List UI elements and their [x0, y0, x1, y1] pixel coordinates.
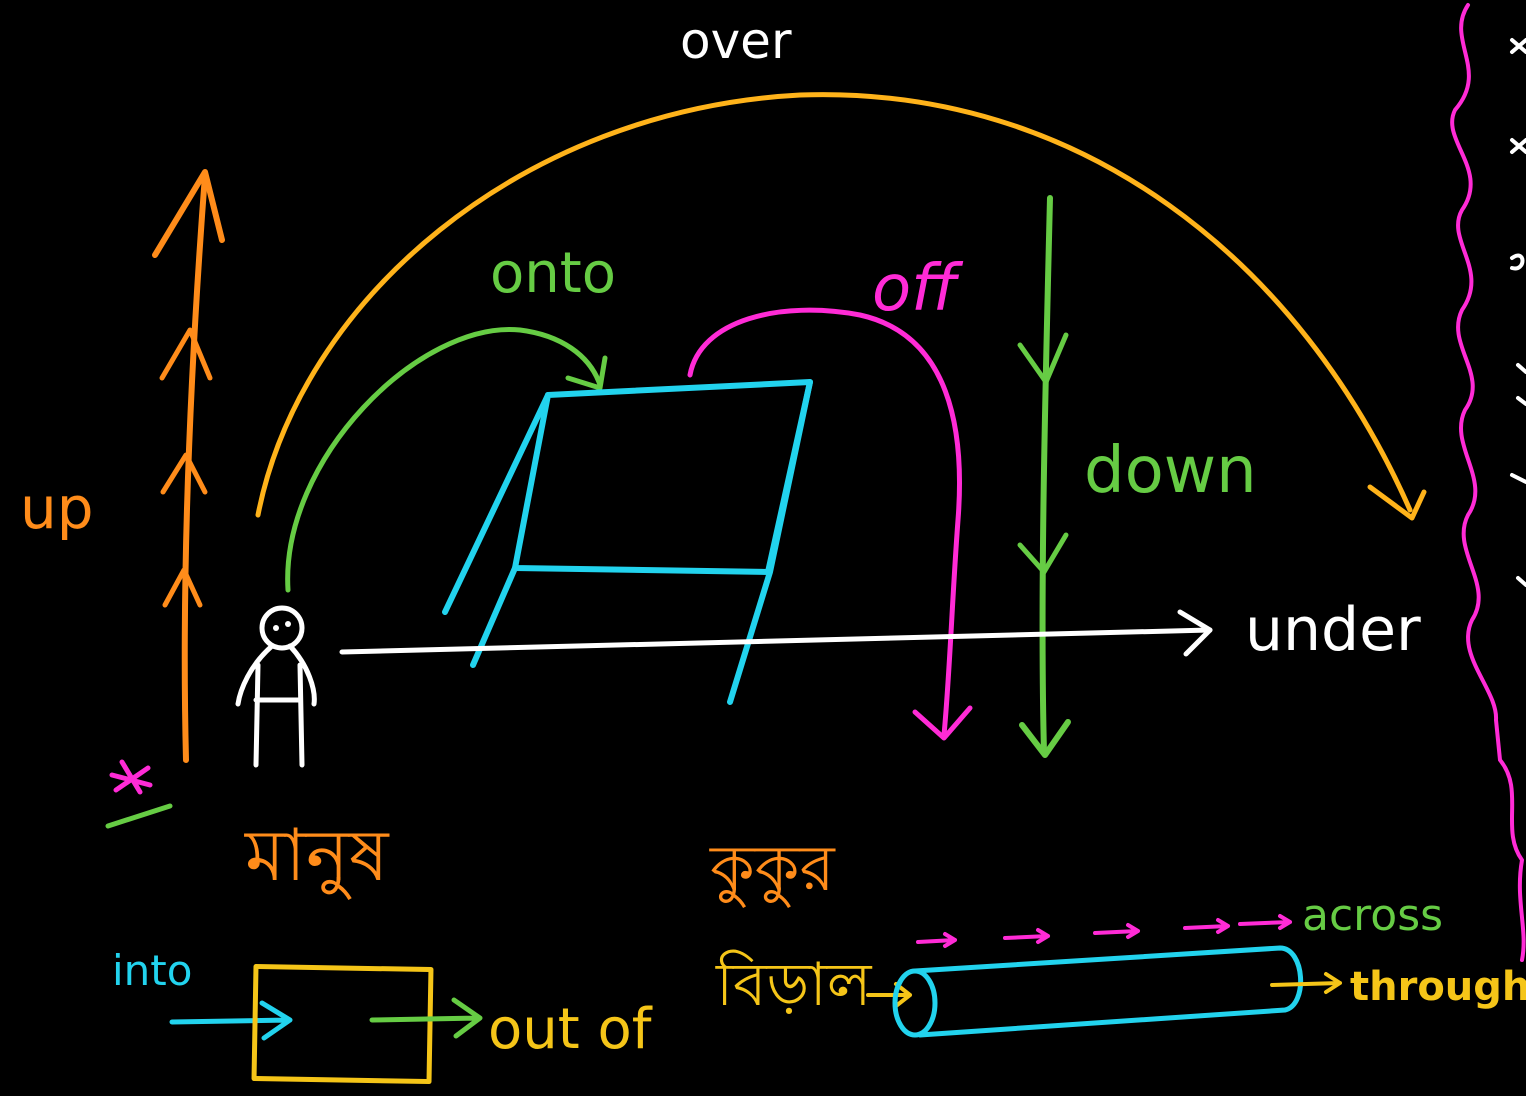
table-object: [442, 379, 813, 705]
up-chevron-1: [159, 327, 213, 381]
over-arrowhead: [1367, 484, 1427, 521]
under-arrow-line: [339, 627, 1213, 655]
label-out-of: out of: [488, 997, 653, 1062]
up-chevron-3: [162, 567, 203, 608]
label-cat-bengali: বিড়াল: [715, 949, 873, 1020]
label-onto: onto: [490, 241, 616, 306]
onto-arc: [285, 327, 603, 593]
label-person-bengali: মানুষ: [244, 813, 390, 899]
container-box: [251, 963, 434, 1085]
label-into: into: [112, 946, 192, 995]
ground-mark-green: [105, 803, 173, 829]
over-arc: [255, 92, 1413, 518]
tube-object: [892, 945, 1304, 1038]
under-arrowhead: [1177, 609, 1213, 657]
label-dog-bengali: কুকুর: [709, 832, 837, 908]
label-up: up: [20, 474, 94, 542]
down-arrowhead: [1019, 719, 1071, 758]
down-chevron-1: [1017, 332, 1069, 385]
label-over: over: [680, 12, 792, 70]
down-chevron-2: [1017, 532, 1069, 575]
label-through: through: [1350, 964, 1526, 1010]
into-arrow: [169, 1000, 293, 1041]
down-arrow-line: [1039, 195, 1053, 755]
onto-arrowhead: [565, 355, 608, 391]
through-arrow: [1270, 972, 1342, 994]
label-under: under: [1245, 595, 1421, 665]
up-arrow-line: [181, 172, 208, 763]
person-figure: [235, 605, 317, 768]
margin-marks: [1510, 38, 1526, 587]
label-across: across: [1302, 890, 1443, 941]
up-arrowhead: [152, 169, 225, 258]
out-of-arrow: [369, 997, 483, 1039]
label-down: down: [1084, 434, 1257, 508]
label-off: off: [872, 252, 964, 326]
off-arc: [687, 307, 962, 738]
off-arrowhead: [912, 705, 973, 741]
ground-mark-pink: [109, 759, 153, 795]
across-arrows: [916, 914, 1292, 948]
up-chevron-2: [160, 452, 208, 495]
wavy-divider: [1450, 3, 1526, 962]
cat-to-tube-arrow: [866, 982, 912, 1008]
